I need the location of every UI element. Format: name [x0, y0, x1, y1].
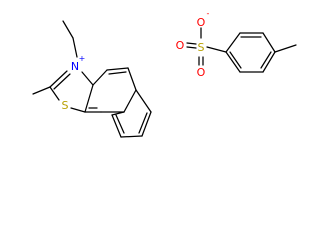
chemical-structure-canvas: N + S: [32, 9, 297, 138]
anionic-oxygen-atom-label: O: [197, 16, 206, 29]
bottom-oxygen-atom-label: O: [197, 66, 206, 79]
anion-bonds: [186, 27, 297, 73]
cation-bonds: [32, 20, 152, 138]
nitrogen-charge-label: +: [79, 54, 86, 63]
oxygen-charge-label: -: [207, 9, 210, 18]
thiazolium-cation: N + S: [32, 20, 152, 138]
thiazole-sulfur-atom-label: S: [62, 99, 69, 112]
nitrogen-atom-label: N: [71, 60, 79, 73]
anion-atom-labels: O - S O O: [176, 9, 210, 79]
left-oxygen-atom-label: O: [176, 39, 185, 52]
tosylate-anion: O - S O O: [176, 9, 297, 79]
cation-atom-labels: N + S: [62, 54, 86, 112]
sulfonate-sulfur-atom-label: S: [198, 41, 205, 54]
